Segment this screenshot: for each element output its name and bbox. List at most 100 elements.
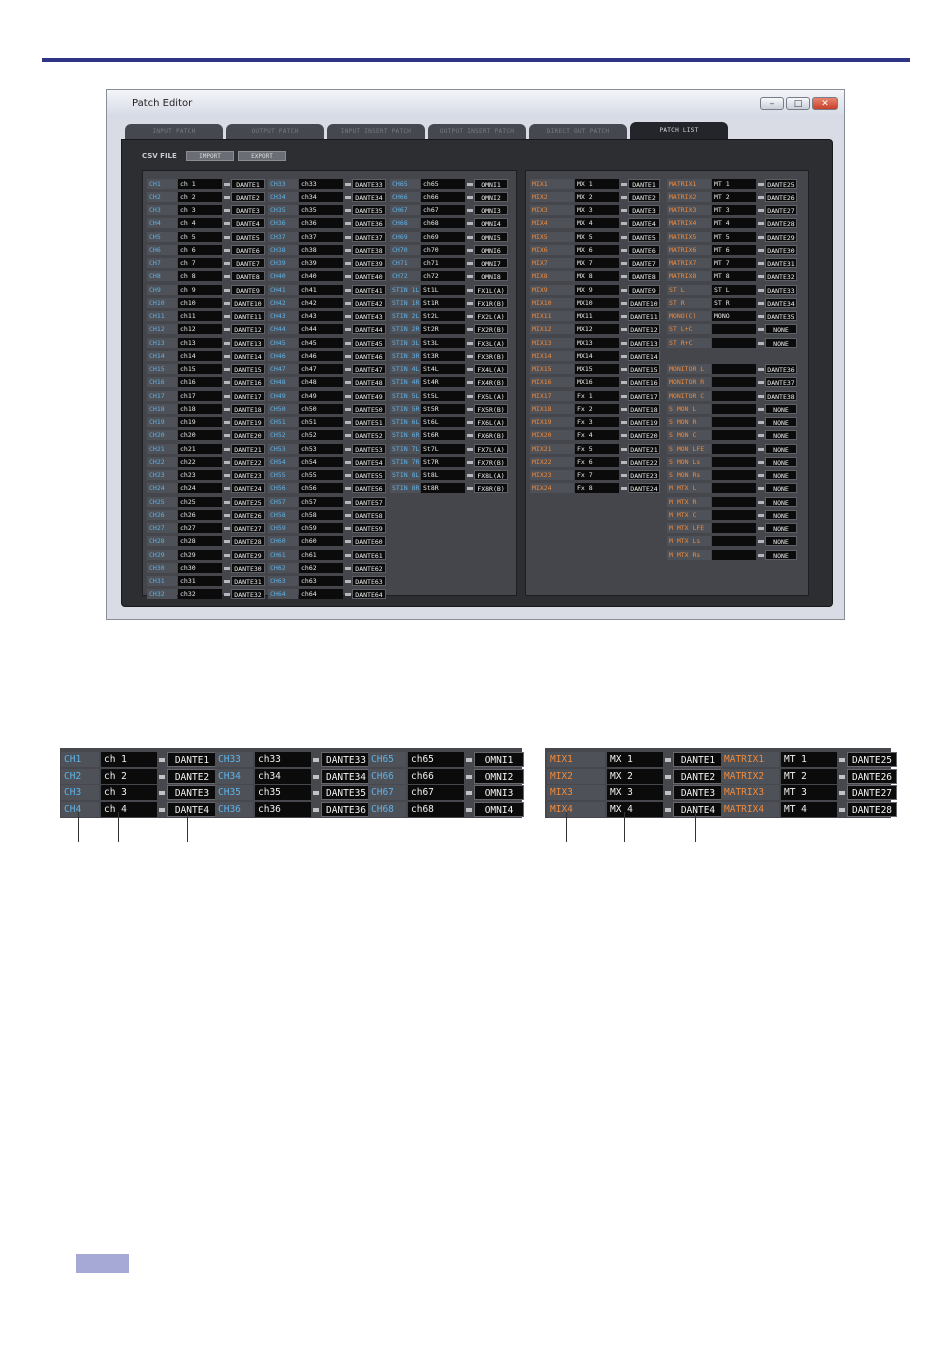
channel-name-field[interactable]: Fx 2 (575, 404, 619, 414)
patch-port-button[interactable]: DANTE40 (352, 271, 386, 281)
channel-name-field[interactable]: ch67 (421, 205, 465, 215)
channel-name-field[interactable]: ch16 (178, 377, 222, 387)
channel-name-field[interactable] (712, 338, 756, 348)
channel-name-field[interactable] (712, 391, 756, 401)
patch-port-button[interactable]: DANTE27 (765, 205, 797, 215)
patch-port-button[interactable]: DANTE9 (628, 285, 660, 295)
channel-name-field[interactable]: MT 3 (712, 205, 756, 215)
patch-port-button[interactable]: OMNI4 (474, 218, 508, 228)
channel-name-field[interactable]: St8L (421, 470, 465, 480)
channel-name-field[interactable]: ch59 (299, 523, 343, 533)
channel-name-field[interactable] (712, 483, 756, 493)
patch-port-button[interactable]: DANTE19 (628, 417, 660, 427)
channel-name-field[interactable]: ch57 (299, 497, 343, 507)
patch-port-button[interactable]: NONE (765, 444, 797, 454)
channel-name-field[interactable]: MX14 (575, 351, 619, 361)
patch-port-button[interactable]: DANTE9 (231, 285, 265, 295)
patch-port-button[interactable]: FX4L(A) (474, 364, 508, 374)
patch-port-button[interactable]: DANTE28 (765, 218, 797, 228)
channel-name-field[interactable]: ch30 (178, 563, 222, 573)
patch-port-button[interactable]: DANTE56 (352, 483, 386, 493)
channel-name-field[interactable]: St5L (421, 391, 465, 401)
tab-output-insert-patch[interactable]: OUTPUT INSERT PATCH (428, 124, 526, 139)
channel-name-field[interactable]: ch50 (299, 404, 343, 414)
patch-port-button[interactable]: DANTE4 (167, 801, 217, 817)
channel-name-field[interactable]: ch37 (299, 232, 343, 242)
channel-name-field[interactable]: ch12 (178, 324, 222, 334)
patch-port-button[interactable]: FX7R(B) (474, 457, 508, 467)
channel-name-field[interactable]: ch22 (178, 457, 222, 467)
patch-port-button[interactable]: OMNI4 (474, 801, 524, 817)
channel-name-field[interactable]: MX 4 (575, 218, 619, 228)
channel-name-field[interactable]: ch66 (421, 192, 465, 202)
patch-port-button[interactable]: DANTE38 (352, 245, 386, 255)
patch-port-button[interactable]: DANTE32 (765, 271, 797, 281)
channel-name-field[interactable]: St5R (421, 404, 465, 414)
patch-port-button[interactable]: NONE (765, 523, 797, 533)
patch-port-button[interactable]: DANTE34 (321, 768, 371, 784)
channel-name-field[interactable]: ch19 (178, 417, 222, 427)
patch-port-button[interactable]: DANTE30 (765, 245, 797, 255)
channel-name-field[interactable]: ch 1 (101, 752, 157, 767)
channel-name-field[interactable]: MT 8 (712, 271, 756, 281)
patch-port-button[interactable]: DANTE12 (231, 324, 265, 334)
patch-port-button[interactable]: DANTE19 (231, 417, 265, 427)
patch-port-button[interactable]: DANTE11 (231, 311, 265, 321)
channel-name-field[interactable]: MT 2 (712, 192, 756, 202)
patch-port-button[interactable]: OMNI2 (474, 768, 524, 784)
patch-port-button[interactable]: NONE (765, 457, 797, 467)
patch-port-button[interactable]: DANTE28 (231, 536, 265, 546)
channel-name-field[interactable]: MT 1 (712, 179, 756, 189)
patch-port-button[interactable]: DANTE25 (765, 179, 797, 189)
patch-port-button[interactable]: NONE (765, 417, 797, 427)
patch-port-button[interactable]: DANTE5 (231, 232, 265, 242)
patch-port-button[interactable]: FX4R(B) (474, 377, 508, 387)
patch-port-button[interactable]: DANTE44 (352, 324, 386, 334)
patch-port-button[interactable]: DANTE35 (352, 205, 386, 215)
channel-name-field[interactable]: ch41 (299, 285, 343, 295)
channel-name-field[interactable]: MX 2 (607, 768, 663, 784)
patch-port-button[interactable]: DANTE2 (231, 192, 265, 202)
patch-port-button[interactable]: DANTE57 (352, 497, 386, 507)
channel-name-field[interactable]: ch46 (299, 351, 343, 361)
channel-name-field[interactable]: Fx 1 (575, 391, 619, 401)
channel-name-field[interactable]: ch40 (299, 271, 343, 281)
channel-name-field[interactable]: ch55 (299, 470, 343, 480)
patch-port-button[interactable]: NONE (765, 470, 797, 480)
channel-name-field[interactable]: St4R (421, 377, 465, 387)
patch-port-button[interactable]: OMNI2 (474, 192, 508, 202)
patch-port-button[interactable]: DANTE27 (847, 785, 897, 800)
patch-port-button[interactable]: DANTE36 (765, 364, 797, 374)
import-button[interactable]: IMPORT (186, 151, 234, 161)
patch-port-button[interactable]: NONE (765, 483, 797, 493)
patch-port-button[interactable]: FX5R(B) (474, 404, 508, 414)
patch-port-button[interactable]: DANTE8 (231, 271, 265, 281)
channel-name-field[interactable] (712, 364, 756, 374)
channel-name-field[interactable]: ch25 (178, 497, 222, 507)
patch-port-button[interactable]: DANTE63 (352, 576, 386, 586)
patch-port-button[interactable]: DANTE3 (231, 205, 265, 215)
channel-name-field[interactable]: ch42 (299, 298, 343, 308)
channel-name-field[interactable]: ch68 (408, 801, 464, 817)
tab-direct-out-patch[interactable]: DIRECT OUT PATCH (529, 124, 627, 139)
patch-port-button[interactable]: DANTE28 (847, 801, 897, 817)
patch-port-button[interactable]: DANTE23 (628, 470, 660, 480)
channel-name-field[interactable]: ch65 (421, 179, 465, 189)
channel-name-field[interactable]: ch34 (299, 192, 343, 202)
patch-port-button[interactable]: FX7L(A) (474, 444, 508, 454)
patch-port-button[interactable]: DANTE58 (352, 510, 386, 520)
patch-port-button[interactable]: DANTE61 (352, 550, 386, 560)
channel-name-field[interactable]: ch20 (178, 430, 222, 440)
channel-name-field[interactable]: MT 7 (712, 258, 756, 268)
channel-name-field[interactable]: ch 3 (178, 205, 222, 215)
channel-name-field[interactable]: ch 7 (178, 258, 222, 268)
patch-port-button[interactable]: DANTE51 (352, 417, 386, 427)
patch-port-button[interactable]: DANTE14 (628, 351, 660, 361)
channel-name-field[interactable]: MX 3 (607, 785, 663, 800)
channel-name-field[interactable]: Fx 7 (575, 470, 619, 480)
channel-name-field[interactable]: ch47 (299, 364, 343, 374)
channel-name-field[interactable]: ch58 (299, 510, 343, 520)
channel-name-field[interactable]: Fx 8 (575, 483, 619, 493)
patch-port-button[interactable]: DANTE15 (231, 364, 265, 374)
channel-name-field[interactable]: ch35 (299, 205, 343, 215)
